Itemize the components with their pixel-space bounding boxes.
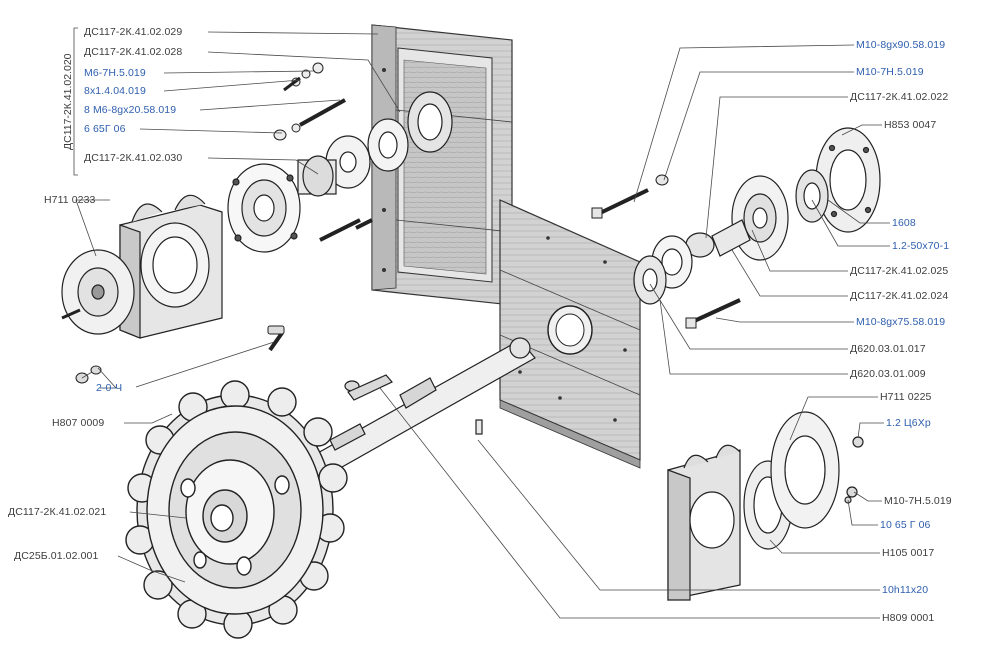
lower-left-nut <box>75 325 285 384</box>
label-n807-0009: Н807 0009 <box>52 417 105 429</box>
label-n105-0017: Н105 0017 <box>882 547 935 559</box>
label-bearing-1608: 1608 <box>892 217 916 229</box>
group-label: ДС117-2К.41.02.020 <box>62 53 74 150</box>
label-n853-0047: Н853 0047 <box>884 119 937 131</box>
label-n809-0001: Н809 0001 <box>882 612 935 624</box>
right-pillow-block <box>667 411 864 601</box>
label-ds117-029: ДС117-2К.41.02.029 <box>84 26 183 38</box>
label-ds117-030: ДС117-2К.41.02.030 <box>84 152 183 164</box>
label-1-2-c6xp: 1.2 Ц6Хр <box>886 417 931 429</box>
label-n711-0225: Н711 0225 <box>880 391 932 403</box>
label-nut-m10-bottom: М10-7Н.5.019 <box>884 495 952 507</box>
label-bolt-m10-75: М10-8gх75.58.019 <box>856 316 946 328</box>
left-upper-bearing-group <box>227 91 453 253</box>
label-ds117-024: ДС117-2К.41.02.024 <box>850 290 949 302</box>
group-bracket <box>73 27 78 176</box>
label-ds25b-001: ДС25Б.01.02.001 <box>14 550 99 562</box>
label-2-0-ch: 2-0-Ч <box>96 382 123 394</box>
label-ds117-021: ДС117-2К.41.02.021 <box>8 506 107 518</box>
label-nut-m10-top: М10-7Н.5.019 <box>856 66 924 78</box>
label-key-10h11: 10h11х20 <box>882 584 929 596</box>
lower-wall-panel <box>499 199 641 469</box>
label-ds117-022: ДС117-2К.41.02.022 <box>850 91 949 103</box>
label-m6-nut: М6-7Н.5.019 <box>84 67 146 79</box>
left-end-cap <box>61 249 135 335</box>
label-seal-50x70: 1.2-50х70-1 <box>892 240 950 252</box>
label-washer-8x1: 8х1.4.04.019 <box>84 85 146 97</box>
label-bolt-m10-90: М10-8gх90.58.019 <box>856 39 946 51</box>
leader-lines <box>75 31 890 619</box>
label-bolt-m6: 8 М6-8gх20.58.019 <box>84 104 177 116</box>
right-bearing-group <box>633 127 881 305</box>
left-pillow-block <box>119 194 223 339</box>
label-n711-0233: Н711 0233 <box>44 194 96 206</box>
right-fasteners <box>355 174 741 329</box>
label-ds117-025: ДС117-2К.41.02.025 <box>850 265 949 277</box>
label-d620-009: Д620.03.01.009 <box>850 368 926 380</box>
label-washer-10: 10 65 Г 06 <box>880 519 931 531</box>
label-d620-017: Д620.03.01.017 <box>850 343 926 355</box>
upper-wall-panel <box>371 24 513 306</box>
sprocket <box>125 380 348 639</box>
label-washer-6: 6 65Г 06 <box>84 123 126 135</box>
label-ds117-028: ДС117-2К.41.02.028 <box>84 46 183 58</box>
